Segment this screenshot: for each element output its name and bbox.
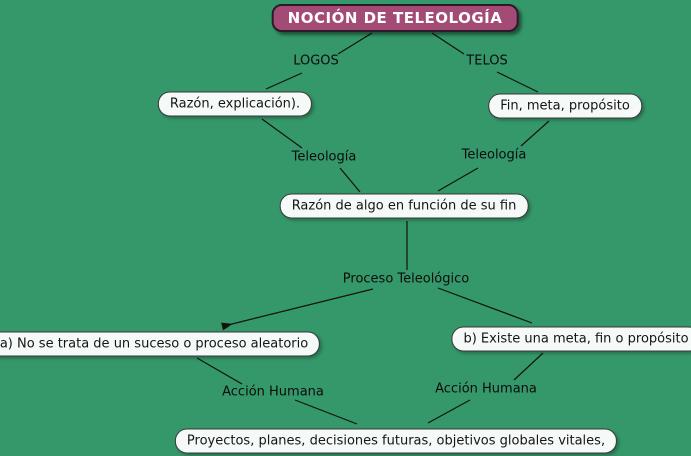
concept-node-proyectos[interactable]: Proyectos, planes, decisiones futuras, o…: [174, 428, 618, 454]
link-label-teleologia-left[interactable]: Teleología: [291, 149, 357, 165]
concept-node-razon-explicacion[interactable]: Razón, explicación).: [157, 91, 313, 117]
link-label-teleologia-right[interactable]: Teleología: [461, 147, 527, 163]
concept-node-title[interactable]: NOCIÓN DE TELEOLOGÍA: [271, 4, 519, 32]
connector-proceso-a: [221, 288, 374, 331]
connector-logos-razon: [265, 72, 303, 90]
connector-b-accion: [513, 352, 544, 381]
concept-node-proceso-b[interactable]: b) Existe una meta, fin o propósito: [451, 326, 691, 352]
connector-telos-fin: [496, 71, 539, 93]
connector-teleologia-centro: [339, 167, 361, 193]
connector-title-logos: [337, 32, 373, 55]
connector-a-accion: [196, 357, 243, 385]
connector-proceso-b: [437, 287, 533, 324]
connector-fin-teleologia: [520, 120, 550, 147]
link-label-logos[interactable]: LOGOS: [293, 53, 339, 69]
link-label-telos[interactable]: TELOS: [466, 53, 508, 69]
concept-node-razon-de-algo[interactable]: Razón de algo en función de su fin: [279, 193, 529, 219]
connector-title-telos: [431, 32, 465, 55]
link-label-accion-humana-left[interactable]: Acción Humana: [222, 384, 324, 400]
concept-node-proceso-a[interactable]: a) No se trata de un suceso o proceso al…: [0, 331, 321, 357]
connector-accion-proyectos-right: [427, 399, 471, 424]
concept-node-fin-meta-proposito[interactable]: Fin, meta, propósito: [488, 93, 642, 119]
connector-accion-proyectos-left: [294, 399, 358, 425]
connector-razon-teleologia: [261, 118, 303, 149]
connector-teleologia2-centro: [437, 167, 479, 192]
link-label-accion-humana-right[interactable]: Acción Humana: [435, 381, 537, 397]
link-label-proceso-teleologico[interactable]: Proceso Teleológico: [342, 271, 470, 287]
